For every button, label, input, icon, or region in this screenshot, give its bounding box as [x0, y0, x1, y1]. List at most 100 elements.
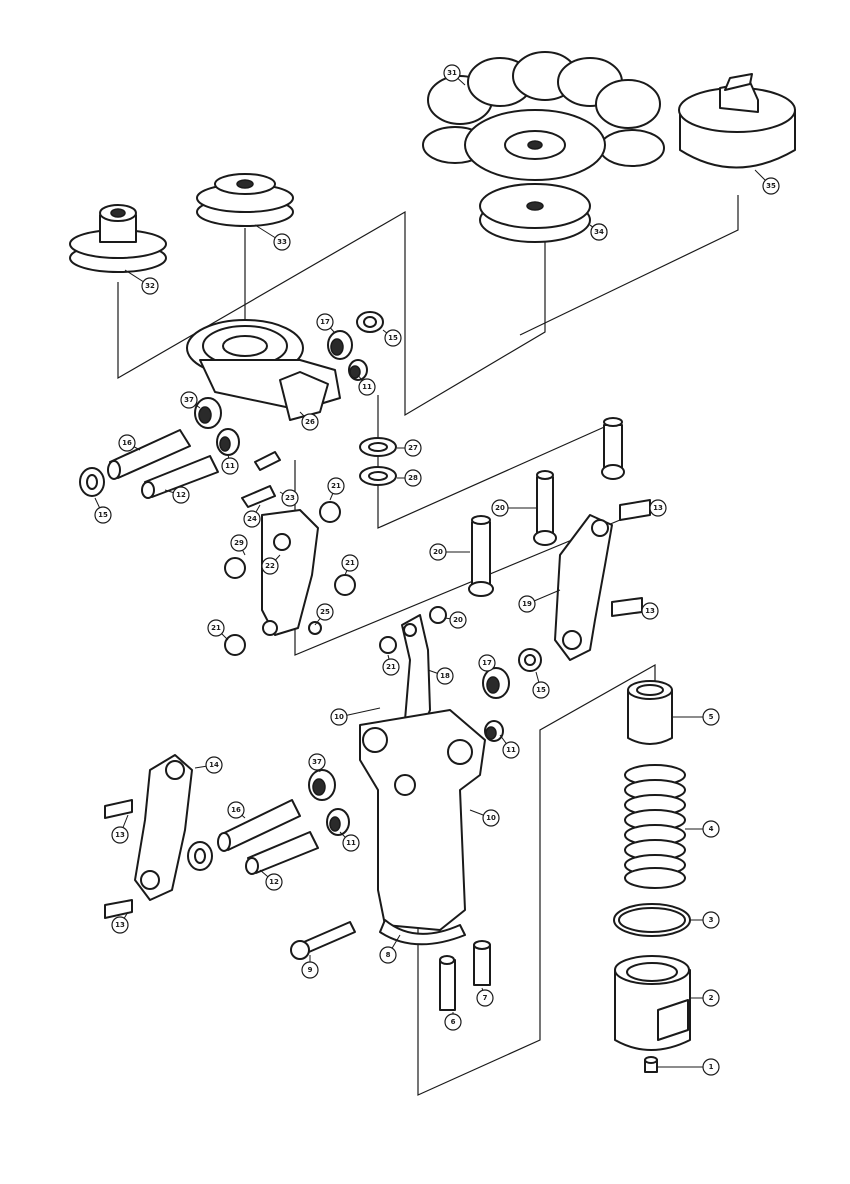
callout-c33: 33: [254, 224, 291, 251]
callout-c13c: 13: [111, 814, 129, 844]
callout-c9: 9: [301, 955, 319, 979]
callout-number: 20: [433, 548, 443, 556]
callout-circle: [301, 413, 319, 431]
callout-number: 20: [453, 616, 463, 624]
callout-c23: 23: [279, 489, 299, 507]
callout-c21d: 21: [382, 654, 400, 676]
callout-number: 18: [440, 672, 450, 680]
callout-c16a: 16: [118, 434, 141, 452]
callout-c10a: 10: [330, 707, 381, 726]
part-8-handle-body: [359, 709, 486, 946]
callout-circle: [111, 916, 129, 934]
callout-number: 7: [483, 994, 488, 1002]
callout-circle: [649, 499, 667, 517]
callout-number: 4: [709, 825, 714, 833]
callout-c4: 4: [685, 820, 720, 838]
callout-number: 16: [231, 806, 241, 814]
callout-circle: [316, 313, 334, 331]
callout-circle: [444, 1013, 462, 1031]
callout-circle: [702, 911, 720, 929]
callout-number: 13: [653, 504, 663, 512]
callout-circle: [384, 329, 402, 347]
callout-number: 15: [536, 686, 546, 694]
callout-number: 2: [709, 994, 714, 1002]
callout-circle: [261, 557, 279, 575]
bearings-upper: [194, 311, 384, 456]
callout-circle: [762, 177, 780, 195]
callout-circle: [518, 595, 536, 613]
part-34-base-pad: [479, 183, 591, 243]
callout-number: 26: [305, 418, 315, 426]
callout-number: 17: [482, 659, 492, 667]
pins-lower: [187, 799, 319, 875]
callout-c18: 18: [427, 667, 454, 685]
washers-center: [359, 437, 397, 486]
callout-circle: [308, 753, 326, 771]
callout-c13b: 13: [641, 602, 659, 620]
callout-circle: [330, 708, 348, 726]
part-5-sleeve: [627, 680, 673, 745]
callout-number: 3: [709, 916, 714, 924]
callout-circle: [379, 946, 397, 964]
callout-c7: 7: [476, 987, 494, 1007]
part-4-spring: [624, 764, 686, 889]
callout-circle: [227, 801, 245, 819]
callout-number: 14: [209, 761, 219, 769]
callout-c6: 6: [444, 1012, 462, 1031]
callout-c17a: 17: [316, 313, 336, 334]
callout-c12b: 12: [259, 869, 283, 891]
callout-circle: [273, 233, 291, 251]
callout-circle: [94, 506, 112, 524]
callout-c13d: 13: [111, 911, 129, 934]
callout-number: 13: [115, 921, 125, 929]
callout-number: 8: [386, 951, 391, 959]
pins-upper: [79, 429, 281, 499]
callout-number: 21: [211, 624, 221, 632]
callout-circle: [404, 469, 422, 487]
callout-c11c: 11: [499, 734, 520, 759]
callout-number: 15: [388, 334, 398, 342]
callout-c35: 35: [754, 169, 780, 195]
callout-labels: 1234567891010111111111212131313131414151…: [94, 64, 780, 1076]
callout-c37a: 37: [180, 391, 201, 409]
callout-circle: [491, 499, 509, 517]
callout-number: 11: [346, 839, 356, 847]
callout-number: 32: [145, 282, 155, 290]
part-22-link-arm: [224, 485, 356, 656]
callout-number: 15: [98, 511, 108, 519]
part-3-o-ring: [613, 903, 691, 937]
callout-number: 12: [269, 878, 279, 886]
callout-circle: [532, 681, 550, 699]
callout-c32: 32: [124, 269, 159, 295]
callout-circle: [180, 391, 198, 409]
callout-circle: [316, 603, 334, 621]
callout-number: 33: [277, 238, 287, 246]
callout-c21b: 21: [341, 554, 359, 576]
callout-number: 31: [447, 69, 457, 77]
part-31-flap-disc: [422, 51, 665, 181]
callout-number: 22: [265, 562, 275, 570]
callout-number: 17: [320, 318, 330, 326]
callout-number: 24: [247, 515, 257, 523]
callout-circle: [590, 223, 608, 241]
callout-c26: 26: [299, 411, 319, 431]
callout-c20c: 20: [444, 611, 467, 629]
callout-c20a: 20: [429, 543, 470, 561]
callout-circle: [358, 378, 376, 396]
callout-circle: [449, 611, 467, 629]
callout-circle: [301, 961, 319, 979]
callout-c22: 22: [261, 554, 281, 575]
callout-number: 20: [495, 504, 505, 512]
callout-c17b: 17: [478, 654, 496, 672]
callout-number: 10: [334, 713, 344, 721]
callout-circle: [111, 826, 129, 844]
screws-center: [468, 417, 625, 597]
callout-c28: 28: [397, 469, 422, 487]
callout-circle: [482, 809, 500, 827]
callout-c15b: 15: [94, 497, 112, 524]
callout-number: 21: [345, 559, 355, 567]
callout-number: 37: [184, 396, 194, 404]
callout-c5: 5: [672, 708, 720, 726]
callout-circle: [141, 277, 159, 295]
callout-c8: 8: [379, 934, 401, 964]
